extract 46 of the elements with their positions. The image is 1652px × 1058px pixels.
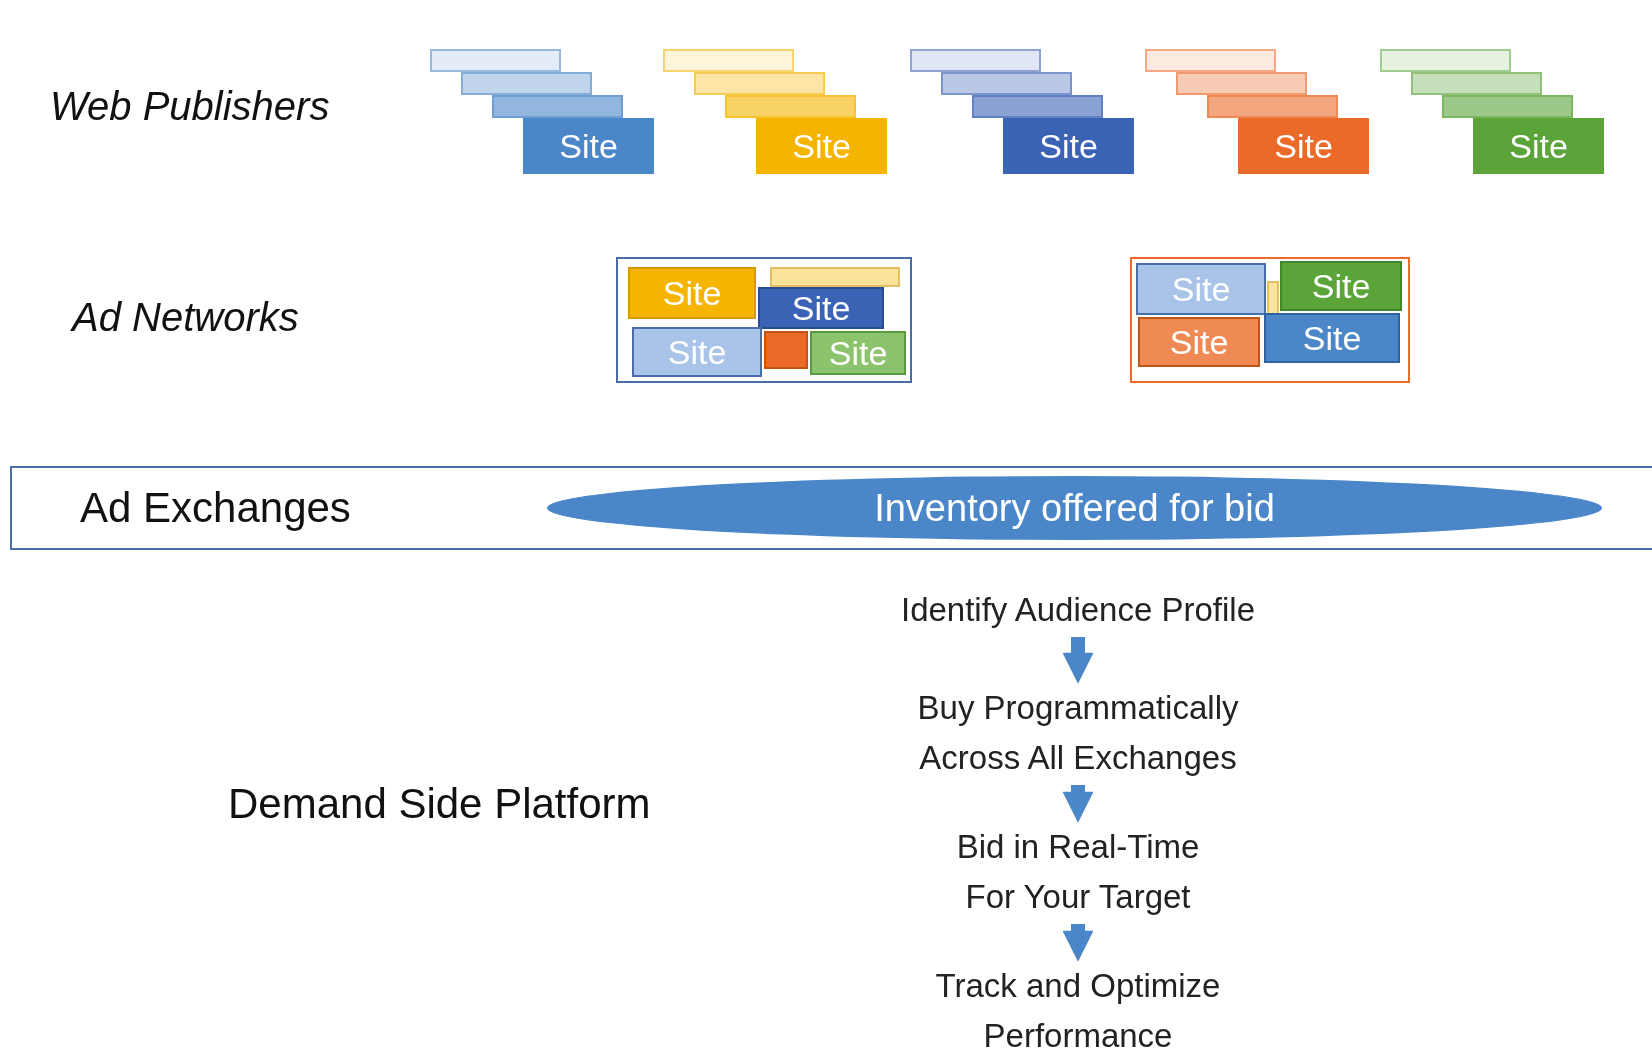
row-label: Ad Networks bbox=[72, 295, 299, 340]
down-arrow bbox=[1062, 785, 1094, 823]
site-card bbox=[910, 49, 1041, 72]
band-label: Ad Exchanges bbox=[80, 484, 351, 532]
step-text: Track and Optimize Performance bbox=[933, 961, 1223, 1058]
site-box: Site bbox=[1136, 263, 1266, 315]
network-frame bbox=[1130, 257, 1410, 383]
site-box: Site bbox=[810, 331, 906, 375]
site-card bbox=[694, 72, 825, 95]
site-card bbox=[941, 72, 1072, 95]
site-box: Site bbox=[756, 118, 887, 174]
site-card bbox=[1176, 72, 1307, 95]
network-frame bbox=[616, 257, 912, 383]
site-box: Site bbox=[628, 267, 756, 319]
row-label: Web Publishers bbox=[50, 84, 330, 129]
step-text: Identify Audience Profile bbox=[848, 585, 1308, 635]
step-text: Bid in Real-Time For Your Target bbox=[938, 822, 1218, 922]
inventory-ellipse: Inventory offered for bid bbox=[547, 476, 1602, 540]
site-card bbox=[492, 95, 623, 118]
site-card bbox=[1442, 95, 1573, 118]
down-arrow bbox=[1062, 924, 1094, 962]
row-label: Demand Side Platform bbox=[228, 780, 651, 828]
site-box: Site bbox=[1138, 317, 1260, 367]
site-card bbox=[725, 95, 856, 118]
site-box: Site bbox=[1280, 261, 1402, 311]
site-card bbox=[663, 49, 794, 72]
site-card bbox=[1207, 95, 1338, 118]
site-box: Site bbox=[1264, 313, 1400, 363]
site-card bbox=[430, 49, 561, 72]
site-card bbox=[461, 72, 592, 95]
site-card bbox=[770, 267, 900, 287]
down-arrow bbox=[1062, 637, 1094, 684]
site-card bbox=[1380, 49, 1511, 72]
site-box: Site bbox=[1238, 118, 1369, 174]
site-card bbox=[1411, 72, 1542, 95]
site-card bbox=[1145, 49, 1276, 72]
site-box: Site bbox=[758, 287, 884, 329]
site-card bbox=[1267, 281, 1279, 315]
site-box: Site bbox=[523, 118, 654, 174]
site-card bbox=[764, 331, 808, 369]
step-text: Buy Programmatically Across All Exchanges bbox=[898, 683, 1258, 783]
site-card bbox=[972, 95, 1103, 118]
site-box: Site bbox=[1473, 118, 1604, 174]
exchange-band bbox=[10, 466, 1652, 550]
site-box: Site bbox=[1003, 118, 1134, 174]
site-box: Site bbox=[632, 327, 762, 377]
